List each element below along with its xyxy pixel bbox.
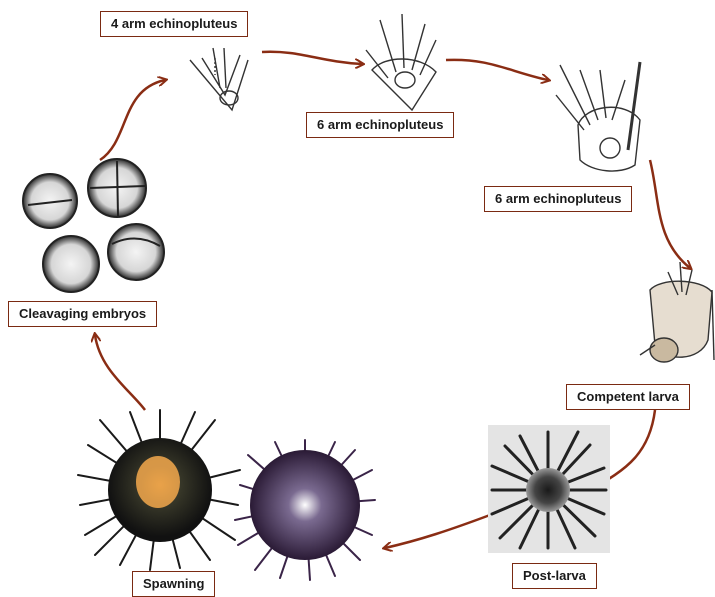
embryos-group — [23, 159, 164, 292]
stage-label-cleavaging-embryos: Cleavaging embryos — [8, 301, 157, 327]
stage-label-4-arm-echinopluteus: 4 arm echinopluteus — [100, 11, 248, 37]
embryo-icon — [23, 174, 77, 228]
post-larva-icon — [488, 425, 610, 553]
stage-label-6-arm-echinopluteus-late: 6 arm echinopluteus — [484, 186, 632, 212]
larva-sketch-icon — [640, 262, 714, 362]
embryo-icon — [108, 224, 164, 280]
arrow-6arm-to-competent — [650, 160, 690, 268]
urchin-icon — [235, 440, 375, 580]
larva-sketch-icon — [366, 14, 436, 110]
arrow-embryos-to-4arm — [100, 80, 165, 160]
arrow-spawning-to-embryos — [95, 335, 145, 410]
larva-sketch-icon — [190, 48, 248, 110]
embryo-icon — [88, 159, 146, 217]
stage-label-spawning: Spawning — [132, 571, 215, 597]
stage-label-post-larva: Post-larva — [512, 563, 597, 589]
arrow-postlarva-to-spawning — [385, 515, 490, 548]
stage-label-competent-larva: Competent larva — [566, 384, 690, 410]
arrow-4arm-to-6arm — [262, 52, 362, 64]
arrow-6arm-to-6arm — [446, 60, 548, 80]
embryo-icon — [43, 236, 99, 292]
urchin-icon — [78, 410, 240, 570]
stage-label-6-arm-echinopluteus-early: 6 arm echinopluteus — [306, 112, 454, 138]
larva-sketch-icon — [556, 62, 640, 171]
